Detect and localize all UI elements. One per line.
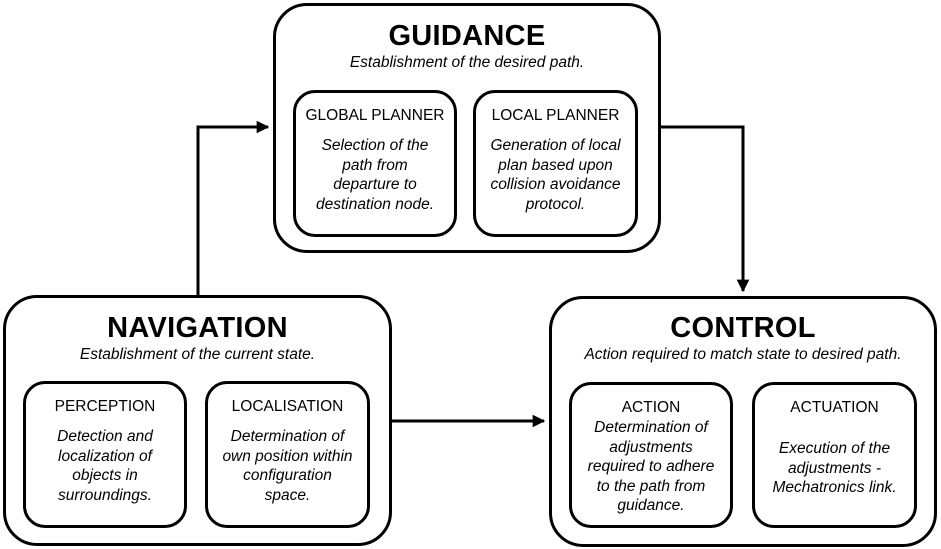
perception-box: PERCEPTION Detection and localization of… <box>23 381 187 528</box>
navigation-subtitle: Establishment of the current state. <box>79 346 316 363</box>
arrow-guidance-to-control <box>661 125 750 293</box>
global-planner-box: GLOBAL PLANNER Selection of the path fro… <box>293 90 457 237</box>
navigation-title: NAVIGATION <box>107 312 288 344</box>
arrow-navigation-to-guidance <box>196 120 270 295</box>
localisation-description: Determination of own position within con… <box>222 428 353 504</box>
perception-title: PERCEPTION <box>54 398 156 415</box>
localisation-title: LOCALISATION <box>231 398 344 415</box>
guidance-subtitle: Establishment of the desired path. <box>349 54 585 71</box>
control-title: CONTROL <box>670 312 816 344</box>
guidance-title: GUIDANCE <box>388 20 546 52</box>
actuation-box: ACTUATION Execution of the adjustments -… <box>752 382 917 528</box>
global-planner-title: GLOBAL PLANNER <box>305 107 445 124</box>
actuation-description: Execution of the adjustments - Mechatron… <box>772 440 897 496</box>
global-planner-description: Selection of the path from departure to … <box>315 137 435 213</box>
localisation-box: LOCALISATION Determination of own positi… <box>205 381 370 528</box>
local-planner-title: LOCAL PLANNER <box>491 107 620 124</box>
control-subtitle: Action required to match state to desire… <box>584 346 902 363</box>
local-planner-description: Generation of local plan based upon coll… <box>490 137 621 213</box>
local-planner-box: LOCAL PLANNER Generation of local plan b… <box>473 90 638 237</box>
actuation-title: ACTUATION <box>790 399 879 416</box>
action-description: Determination of adjustments required to… <box>587 419 715 514</box>
perception-description: Detection and localization of objects in… <box>57 428 153 504</box>
action-title: ACTION <box>621 399 681 416</box>
action-box: ACTION Determination of adjustments requ… <box>569 382 733 528</box>
